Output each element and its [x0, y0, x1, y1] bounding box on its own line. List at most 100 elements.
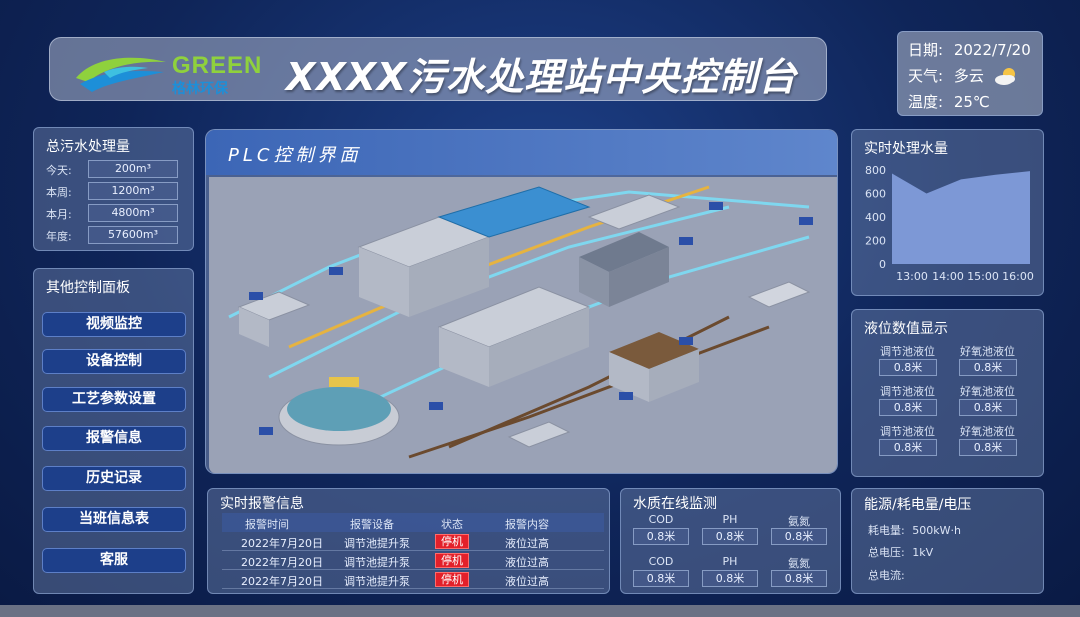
- alarm-table-header: 报警时间 报警设备 状态 报警内容: [222, 513, 604, 532]
- x-tick-label: 14:00: [932, 270, 964, 283]
- plc-header: PLC控制界面: [206, 130, 837, 175]
- quality-value: 0.8米: [702, 570, 758, 587]
- weather-row: 天气: 多云: [908, 65, 1019, 87]
- water-quality-title: 水质在线监测: [633, 496, 717, 512]
- quality-label: 氨氮: [788, 515, 810, 528]
- alarm-device: 调节池提升泵: [344, 537, 410, 550]
- energy-title: 能源/耗电量/电压: [864, 497, 972, 513]
- energy-panel: 能源/耗电量/电压 耗电量: 500kW·h 总电压: 1kV 总电流:: [851, 488, 1044, 594]
- realtime-alarm-panel: 实时报警信息 报警时间 报警设备 状态 报警内容 2022年7月20日 调节池提…: [207, 488, 610, 594]
- level-label: 调节池液位: [880, 425, 935, 438]
- alarm-header-content: 报警内容: [505, 518, 549, 531]
- logo-swoosh-icon: [76, 57, 166, 92]
- customer-service-button[interactable]: 客服: [42, 548, 186, 573]
- weather-value: 多云: [953, 67, 984, 85]
- stat-label: 本周:: [46, 186, 72, 199]
- quality-value: 0.8米: [633, 570, 689, 587]
- other-control-panel: 其他控制面板 视频监控 设备控制 工艺参数设置 报警信息 历史记录 当班信息表 …: [33, 268, 194, 594]
- energy-row-power: 耗电量: 500kW·h: [868, 522, 961, 538]
- status-badge: 停机: [435, 553, 469, 568]
- alarm-time: 2022年7月20日: [241, 556, 323, 569]
- energy-label: 总电压:: [868, 546, 905, 559]
- x-tick-label: 15:00: [967, 270, 999, 283]
- alarm-device: 调节池提升泵: [344, 556, 410, 569]
- flow-area-series: [892, 171, 1030, 264]
- page-title: XXXX污水处理站中央控制台: [286, 55, 798, 99]
- stat-value: 57600m³: [88, 226, 178, 244]
- quality-label: PH: [722, 555, 738, 568]
- total-sewage-title: 总污水处理量: [46, 139, 130, 155]
- treatment-plant-diagram: [228, 185, 813, 459]
- header-bar: GREEN 格林环保 XXXX污水处理站中央控制台: [49, 37, 827, 101]
- status-badge: 停机: [435, 534, 469, 549]
- level-label: 调节池液位: [880, 345, 935, 358]
- energy-row-current: 总电流:: [868, 567, 909, 583]
- green-logo: GREEN 格林环保: [74, 48, 274, 97]
- plc-panel: PLC控制界面: [205, 129, 838, 474]
- quality-label: PH: [722, 513, 738, 526]
- alarm-content: 液位过高: [505, 575, 549, 588]
- alarm-device: 调节池提升泵: [344, 575, 410, 588]
- history-button[interactable]: 历史记录: [42, 466, 186, 491]
- level-label: 好氧池液位: [960, 425, 1015, 438]
- plant-isometric-view[interactable]: [209, 177, 837, 473]
- level-value: 0.8米: [959, 399, 1017, 416]
- realtime-flow-title: 实时处理水量: [864, 141, 948, 157]
- table-row[interactable]: 2022年7月20日 调节池提升泵 停机 液位过高: [222, 551, 604, 570]
- date-label: 日期:: [908, 41, 944, 59]
- quality-value: 0.8米: [771, 528, 827, 545]
- energy-value: 500kW·h: [912, 524, 961, 537]
- cloud-sun-icon: [994, 67, 1015, 85]
- logo-text: GREEN: [172, 52, 263, 79]
- stat-label: 本月:: [46, 208, 72, 221]
- alarm-content: 液位过高: [505, 556, 549, 569]
- level-value: 0.8米: [879, 439, 937, 456]
- temperature-value: 25℃: [953, 93, 990, 111]
- bottom-bar: [0, 605, 1080, 617]
- stat-value: 200m³: [88, 160, 178, 178]
- date-weather-box: 日期: 2022/7/20 天气: 多云 温度: 25℃: [897, 31, 1043, 116]
- plc-title: PLC控制界面: [228, 145, 362, 166]
- stat-row-today: 今天: 200m³: [46, 160, 178, 178]
- quality-value: 0.8米: [771, 570, 827, 587]
- alarm-title: 实时报警信息: [220, 496, 304, 512]
- quality-label: 氨氮: [788, 557, 810, 570]
- table-row[interactable]: 2022年7月20日 调节池提升泵 停机 液位过高: [222, 532, 604, 551]
- quality-label: COD: [648, 513, 674, 526]
- temperature-label: 温度:: [908, 93, 944, 111]
- alarm-table: 报警时间 报警设备 状态 报警内容 2022年7月20日 调节池提升泵 停机 液…: [222, 513, 604, 589]
- alarm-header-status: 状态: [441, 518, 463, 531]
- stat-row-week: 本周: 1200m³: [46, 182, 178, 200]
- y-tick-label: 200: [865, 235, 886, 248]
- alarm-content: 液位过高: [505, 537, 549, 550]
- y-tick-label: 800: [865, 164, 886, 177]
- alarm-info-button[interactable]: 报警信息: [42, 426, 186, 451]
- alarm-time: 2022年7月20日: [241, 537, 323, 550]
- stat-label: 今天:: [46, 164, 72, 177]
- total-sewage-panel: 总污水处理量 今天: 200m³ 本周: 1200m³ 本月: 4800m³ 年…: [33, 127, 194, 251]
- alarm-header-device: 报警设备: [350, 518, 394, 531]
- date-row: 日期: 2022/7/20: [908, 39, 1031, 60]
- process-param-button[interactable]: 工艺参数设置: [42, 387, 186, 412]
- level-label: 调节池液位: [880, 385, 935, 398]
- energy-label: 总电流:: [868, 569, 905, 582]
- date-value: 2022/7/20: [953, 41, 1031, 59]
- quality-label: COD: [648, 555, 674, 568]
- y-tick-label: 400: [865, 211, 886, 224]
- video-monitor-button[interactable]: 视频监控: [42, 312, 186, 337]
- table-row[interactable]: 2022年7月20日 调节池提升泵 停机 液位过高: [222, 570, 604, 589]
- device-control-button[interactable]: 设备控制: [42, 349, 186, 374]
- shift-info-button[interactable]: 当班信息表: [42, 507, 186, 532]
- stat-row-year: 年度: 57600m³: [46, 226, 178, 244]
- level-value: 0.8米: [879, 359, 937, 376]
- level-label: 好氧池液位: [960, 385, 1015, 398]
- y-tick-label: 0: [879, 258, 886, 271]
- energy-value: 1kV: [912, 546, 934, 559]
- alarm-header-time: 报警时间: [245, 518, 289, 531]
- status-badge: 停机: [435, 572, 469, 587]
- stat-value: 1200m³: [88, 182, 178, 200]
- alarm-time: 2022年7月20日: [241, 575, 323, 588]
